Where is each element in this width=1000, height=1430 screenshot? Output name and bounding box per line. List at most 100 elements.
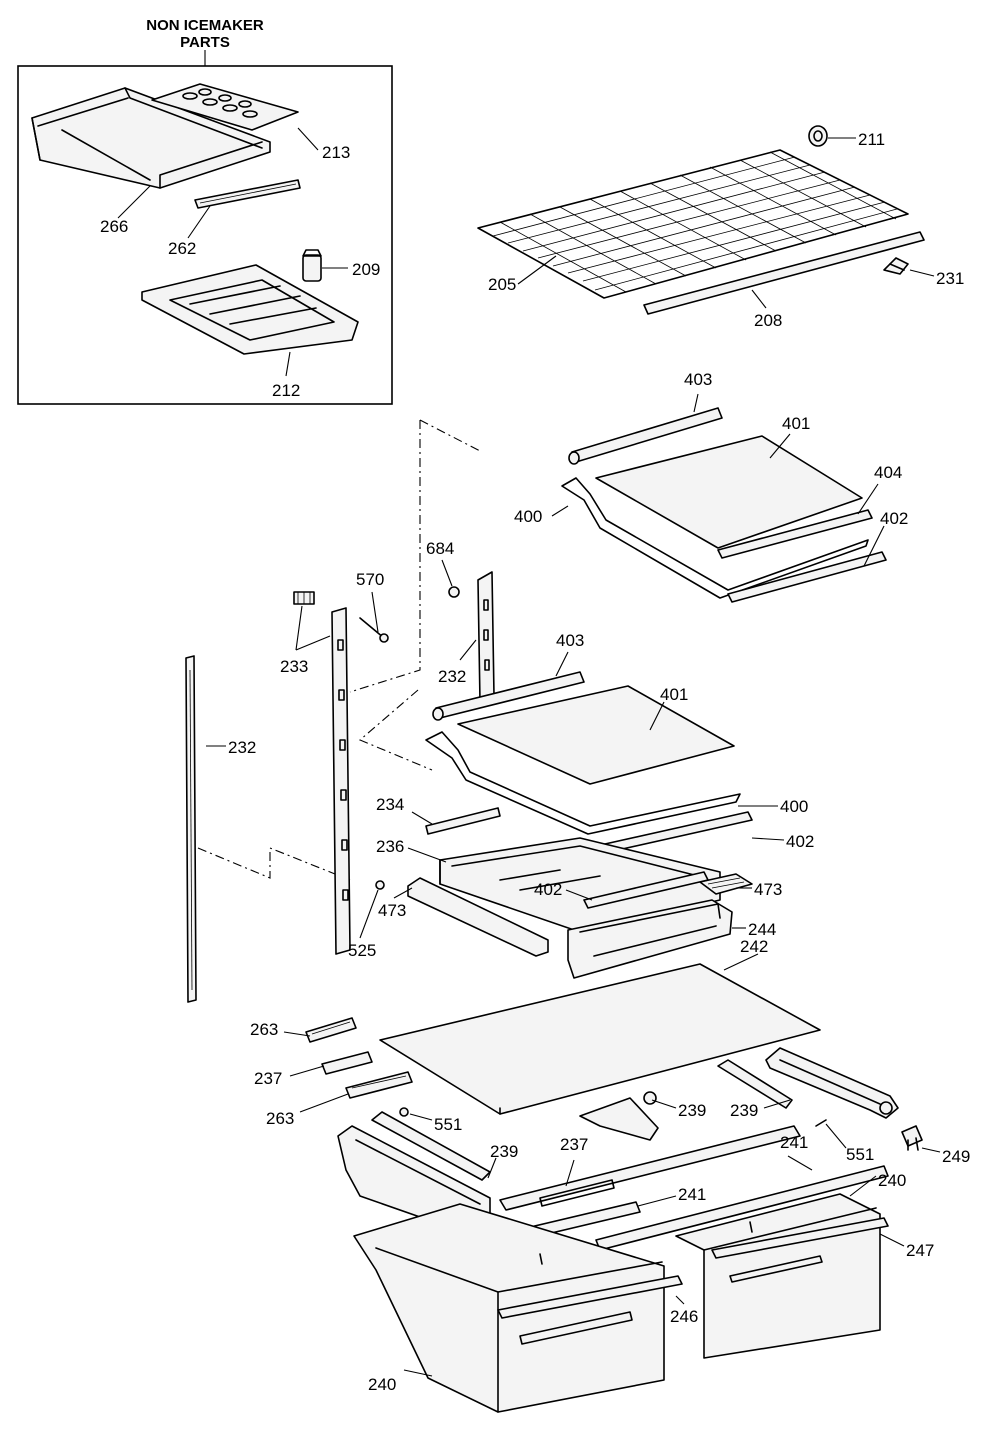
label-684: 684 <box>426 539 454 558</box>
part-212-support <box>141 264 359 355</box>
label-241a: 241 <box>780 1133 808 1152</box>
label-205: 205 <box>488 275 516 294</box>
part-401-upper-glass <box>595 435 863 549</box>
label-239a: 239 <box>678 1101 706 1120</box>
part-249-clip <box>901 1125 923 1151</box>
part-247-right-handle <box>711 1217 889 1259</box>
part-237-crisper-rail <box>499 1125 801 1211</box>
label-211: 211 <box>858 130 885 149</box>
middle-glass-shelf-group: 401 403 400 234 402 <box>376 631 814 855</box>
part-211-clip <box>808 125 828 147</box>
label-400b: 400 <box>780 797 808 816</box>
label-402a: 402 <box>880 509 908 528</box>
label-402b: 402 <box>786 832 814 851</box>
label-247: 247 <box>906 1241 934 1260</box>
label-246: 246 <box>670 1307 698 1326</box>
part-232-rear-ladder <box>477 571 495 703</box>
label-263a: 263 <box>250 1020 278 1039</box>
crisper-cover-group: 242 263 237 263 551 239 <box>250 937 970 1166</box>
part-266-ice-bin <box>31 87 271 189</box>
label-262: 262 <box>168 239 196 258</box>
inset-title-line2: PARTS <box>180 34 230 51</box>
label-401a: 401 <box>782 414 810 433</box>
part-239-center-support <box>579 1091 659 1141</box>
part-239-right-rail <box>717 1059 793 1109</box>
shelf-ladders: 232 233 570 684 232 525 <box>185 539 495 1003</box>
part-205-wire-shelf <box>477 149 909 299</box>
label-402c: 402 <box>534 880 562 899</box>
label-232b: 232 <box>438 667 466 686</box>
label-401b: 401 <box>660 685 688 704</box>
inset-border <box>17 65 393 405</box>
label-231: 231 <box>936 269 964 288</box>
part-right-crisper-frame <box>765 1047 899 1119</box>
label-234: 234 <box>376 795 404 814</box>
part-400-middle-frame <box>425 731 741 835</box>
label-240a: 240 <box>878 1171 906 1190</box>
part-403-upper-rail <box>568 407 723 465</box>
alignment-lines <box>197 419 483 881</box>
label-473b: 473 <box>378 901 406 920</box>
label-473a: 473 <box>754 880 782 899</box>
part-551-screw-right <box>815 1119 827 1127</box>
part-231-bracket <box>883 257 909 275</box>
part-262-rail <box>194 179 301 209</box>
part-263-rear-bracket <box>345 1071 413 1099</box>
part-246-left-handle <box>497 1275 683 1319</box>
part-551-screw-left <box>399 1107 409 1117</box>
part-232-left-ladder <box>185 655 197 1003</box>
part-237-left-trim <box>321 1051 373 1075</box>
wire-shelf-group: 211 20 <box>477 125 964 330</box>
part-525-clip <box>375 880 385 890</box>
part-473-right-slide <box>699 873 753 895</box>
label-239b: 239 <box>730 1101 758 1120</box>
label-233: 233 <box>280 657 308 676</box>
part-244-deli-cover <box>567 899 733 979</box>
label-236: 236 <box>376 837 404 856</box>
part-213-ice-tray <box>151 83 299 131</box>
label-232a: 232 <box>228 738 256 757</box>
label-404: 404 <box>874 463 902 482</box>
label-244: 244 <box>748 920 776 939</box>
label-239c: 239 <box>490 1142 518 1161</box>
deli-pan-group: 236 402 473 473 244 <box>376 837 782 979</box>
part-401-middle-glass <box>457 685 735 785</box>
crisper-frame-group: 239 237 241 241 <box>337 1111 889 1251</box>
label-213: 213 <box>322 143 350 162</box>
label-208: 208 <box>754 311 782 330</box>
part-209-knob <box>302 249 322 282</box>
label-242: 242 <box>740 937 768 956</box>
upper-glass-shelf-group: 403 401 404 400 402 <box>514 370 908 603</box>
part-234-rail <box>425 807 501 835</box>
label-570: 570 <box>356 570 384 589</box>
part-242-crisper-glass <box>379 963 821 1115</box>
part-403-middle-rail <box>432 671 585 721</box>
label-551a: 551 <box>434 1115 462 1134</box>
label-403a: 403 <box>684 370 712 389</box>
crisper-drawers-group: 240 247 246 240 <box>353 1171 934 1413</box>
label-241b: 241 <box>678 1185 706 1204</box>
inset-title-line1: NON ICEMAKER <box>146 17 264 34</box>
label-212: 212 <box>272 381 300 400</box>
part-473-left-slide <box>407 877 549 957</box>
part-233-right-ladder <box>331 607 351 955</box>
non-icemaker-inset: NON ICEMAKER PARTS <box>17 17 393 405</box>
part-404-trim <box>717 509 873 559</box>
label-237b: 237 <box>560 1135 588 1154</box>
part-570-screw <box>359 617 389 643</box>
part-684-fastener <box>448 586 460 598</box>
part-400-upper-frame <box>561 477 869 599</box>
part-263-front-bracket <box>305 1017 357 1043</box>
label-266: 266 <box>100 217 128 236</box>
label-237a: 237 <box>254 1069 282 1088</box>
part-402-deli-trim <box>583 871 709 909</box>
part-233-screws <box>293 591 315 605</box>
part-402-upper-trim <box>727 551 887 603</box>
part-208-trim <box>643 231 925 315</box>
label-209: 209 <box>352 260 380 279</box>
label-240b: 240 <box>368 1375 396 1394</box>
label-551b: 551 <box>846 1145 874 1164</box>
part-236-deli-pan <box>439 837 721 933</box>
label-263b: 263 <box>266 1109 294 1128</box>
